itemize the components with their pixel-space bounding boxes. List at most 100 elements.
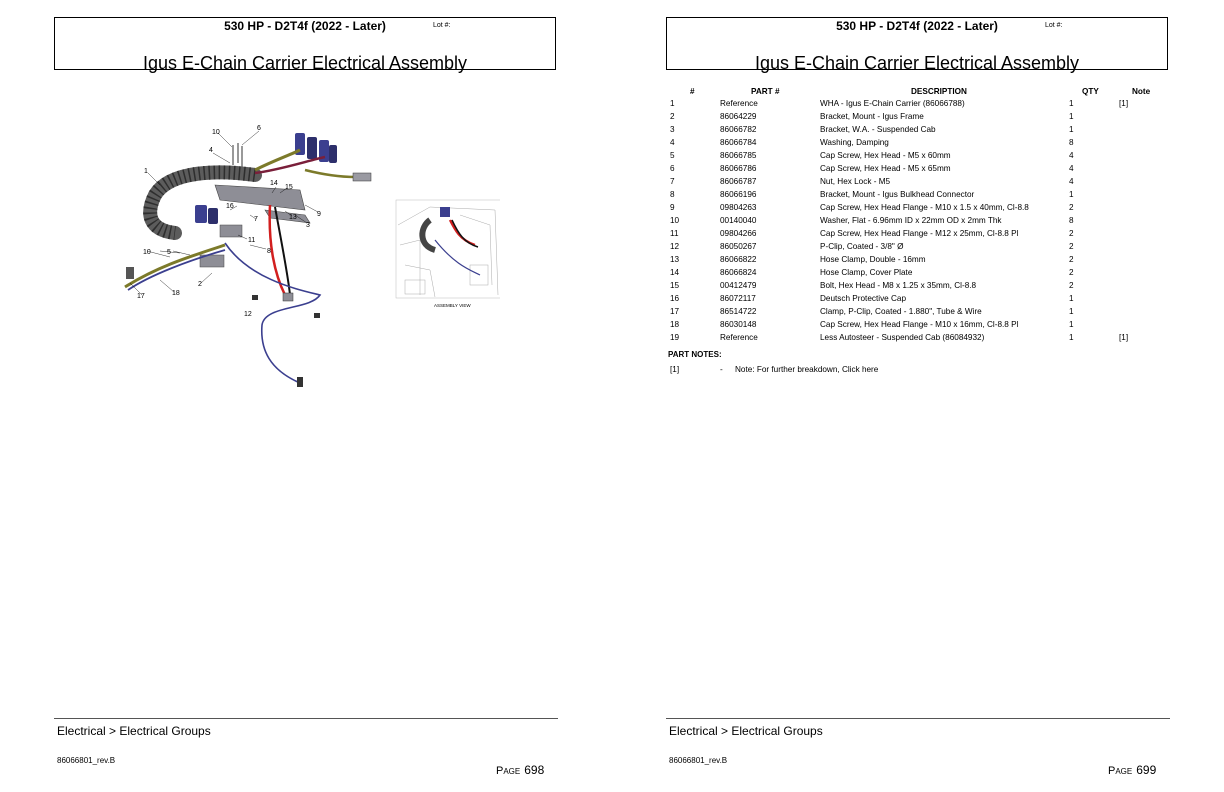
row-description: Hose Clamp, Double - 16mm <box>820 255 926 264</box>
exploded-diagram: 1 2 3 4 5 6 7 8 9 10 11 12 13 14 15 16 1… <box>100 115 502 405</box>
row-description: Clamp, P-Clip, Coated - 1.880", Tube & W… <box>820 307 982 316</box>
row-qty: 1 <box>1069 112 1074 121</box>
blue-harness-lower <box>127 249 226 291</box>
row-part-number: 86066787 <box>720 177 757 186</box>
row-description: Deutsch Protective Cap <box>820 294 907 303</box>
row-qty: 2 <box>1069 229 1074 238</box>
row-note[interactable]: [1] <box>1119 333 1129 342</box>
row-qty: 1 <box>1069 99 1074 108</box>
callout-15: 15 <box>285 184 293 191</box>
row-qty: 1 <box>1069 307 1074 316</box>
wire-olive-top <box>254 148 301 172</box>
black-cable <box>274 206 291 296</box>
row-part-number: Reference <box>720 333 758 342</box>
row-num: 3 <box>670 125 675 134</box>
note-dash: - <box>720 365 723 374</box>
suspended-cab-bracket <box>264 209 311 224</box>
row-num: 14 <box>670 268 680 277</box>
row-qty: 1 <box>1069 125 1074 134</box>
row-description: WHA - Igus E-Chain Carrier (86066788) <box>820 99 965 108</box>
part-note-item: [1] - Note: For further breakdown, Click… <box>670 365 1070 377</box>
callout-18: 18 <box>172 290 180 297</box>
row-num: 17 <box>670 307 680 316</box>
header-lot-label: Lot #: <box>1045 22 1063 29</box>
row-qty: 1 <box>1069 294 1074 303</box>
row-part-number: 00412479 <box>720 281 757 290</box>
left-page: 530 HP - D2T4f (2022 - Later) Lot #: Igu… <box>54 17 558 777</box>
parts-table-header: # PART # DESCRIPTION QTY Note <box>668 87 1168 99</box>
row-num: 7 <box>670 177 675 186</box>
row-num: 12 <box>670 242 680 251</box>
row-qty: 2 <box>1069 268 1074 277</box>
row-qty: 1 <box>1069 333 1074 342</box>
row-part-number: 86072117 <box>720 294 756 303</box>
row-qty: 2 <box>1069 281 1074 290</box>
bulkhead-connector <box>282 292 294 302</box>
row-description: Cap Screw, Hex Head Flange - M10 x 1.5 x… <box>820 203 1029 212</box>
row-description: Cap Screw, Hex Head Flange - M10 x 16mm,… <box>820 320 1019 329</box>
row-qty: 1 <box>1069 320 1074 329</box>
assembly-view-label: ASSEMBLY VIEW <box>434 303 471 308</box>
row-note[interactable]: [1] <box>1119 99 1129 108</box>
callout-2: 2 <box>198 281 202 288</box>
row-qty: 8 <box>1069 216 1074 225</box>
header-model: 530 HP - D2T4f (2022 - Later) <box>836 19 998 33</box>
header-description: DESCRIPTION <box>911 87 967 96</box>
row-qty: 4 <box>1069 151 1074 160</box>
row-num: 10 <box>670 216 680 225</box>
wire-olive-right <box>304 168 356 179</box>
blue-wire-long <box>224 242 322 384</box>
row-qty: 4 <box>1069 164 1074 173</box>
header-lot-label: Lot #: <box>433 22 451 29</box>
table-row[interactable]: 17 86514722 Clamp, P-Clip, Coated - 1.880"… <box>668 307 1168 320</box>
row-description: Bracket, Mount - Igus Bulkhead Connector <box>820 190 975 199</box>
row-description: Hose Clamp, Cover Plate <box>820 268 913 277</box>
lower-connector-cluster <box>195 205 243 268</box>
row-description: Bracket, Mount - Igus Frame <box>820 112 924 121</box>
page-number-value: 699 <box>1136 763 1157 777</box>
row-description: Washing, Damping <box>820 138 889 147</box>
row-part-number: 86066784 <box>720 138 757 147</box>
header-part: PART # <box>751 87 780 96</box>
row-description: Bracket, W.A. - Suspended Cab <box>820 125 936 134</box>
breadcrumb[interactable]: Electrical > Electrical Groups <box>57 724 211 738</box>
row-num: 11 <box>670 229 679 238</box>
header-qty: QTY <box>1082 87 1099 96</box>
row-part-number: 09804263 <box>720 203 757 212</box>
row-qty: 2 <box>1069 255 1074 264</box>
right-page: 530 HP - D2T4f (2022 - Later) Lot #: Igu… <box>612 0 1224 792</box>
doc-id: 86066801_rev.B <box>669 756 728 765</box>
e-chain-carrier <box>143 165 262 240</box>
diagram-svg: 1 2 3 4 5 6 7 8 9 10 11 12 13 14 15 16 1… <box>124 125 502 387</box>
row-description: Less Autosteer - Suspended Cab (86084932… <box>820 333 985 342</box>
row-part-number: 86514722 <box>720 307 757 316</box>
note-link[interactable]: Note: For further breakdown, Click here <box>735 365 879 374</box>
callout-6: 6 <box>257 125 261 132</box>
page-header: 530 HP - D2T4f (2022 - Later) Lot #: Igu… <box>54 17 556 73</box>
row-num: 13 <box>670 255 680 264</box>
row-qty: 4 <box>1069 177 1074 186</box>
header-note: Note <box>1132 87 1151 96</box>
row-qty: 8 <box>1069 138 1074 147</box>
breadcrumb[interactable]: Electrical > Electrical Groups <box>669 724 823 738</box>
